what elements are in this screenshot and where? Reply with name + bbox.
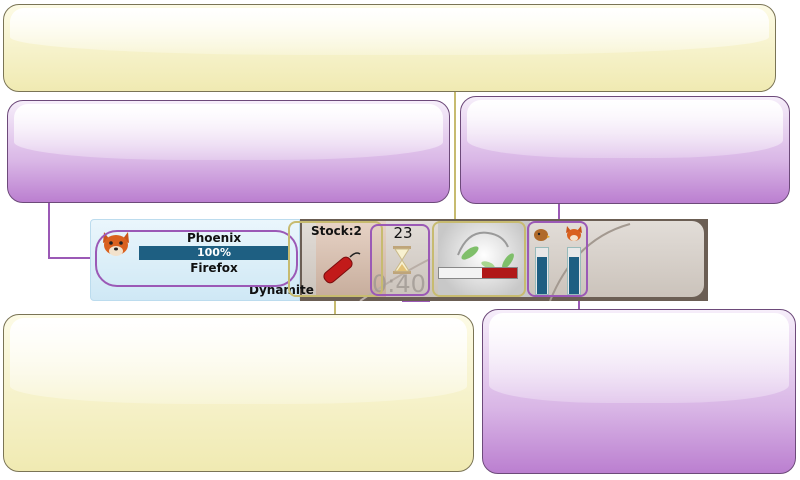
- hourglass-icon: [393, 246, 411, 274]
- player-panel: Phoenix 100% Firefox: [90, 219, 300, 301]
- highlight-teams: [527, 221, 588, 297]
- team-energy-bar-2: [567, 247, 581, 295]
- phoenix-head-icon: [534, 229, 550, 241]
- connector-bottom-left: [334, 297, 336, 314]
- connector-top: [454, 92, 456, 222]
- highlight-weapon: [288, 221, 383, 297]
- connector-mid-left-horizontal: [48, 257, 94, 259]
- player-name-top: Phoenix: [186, 231, 242, 245]
- health-percent: 100%: [197, 246, 231, 259]
- connector-mid-left-vertical: [48, 203, 50, 259]
- team-energy-fill-1: [537, 257, 547, 294]
- weapon-slot[interactable]: [316, 221, 386, 297]
- team-energy-bar-1: [535, 247, 549, 295]
- callout-box-mid-left: [7, 100, 450, 203]
- highlight-wind: [432, 221, 526, 297]
- wind-bar-fill: [481, 268, 517, 278]
- highlight-timer: [370, 224, 430, 296]
- health-bar-fill: [139, 246, 289, 260]
- health-bar: 100%: [139, 246, 289, 260]
- wind-bar: [438, 267, 518, 279]
- highlight-player: [95, 230, 298, 287]
- team-energy-fill-2: [569, 257, 579, 294]
- connector-mid-right: [558, 204, 560, 222]
- callout-box-mid-right: [460, 96, 790, 204]
- leaf-icon: [457, 231, 514, 269]
- player-name-bottom: Firefox: [190, 261, 238, 275]
- callout-box-top: [3, 4, 776, 92]
- connector-timer-join: [402, 300, 430, 302]
- callout-box-bottom-left: [3, 314, 474, 472]
- game-hud: Phoenix 100% Firefox Stock:2 Dynamite 23: [90, 219, 708, 301]
- stock-label: Stock:2: [311, 224, 362, 238]
- turn-timer: 23: [393, 224, 413, 242]
- weapon-timer-panel: [300, 219, 708, 301]
- connector-bottom-right: [578, 297, 580, 309]
- callout-box-bottom-right: [482, 309, 796, 474]
- dynamite-icon: [323, 252, 361, 284]
